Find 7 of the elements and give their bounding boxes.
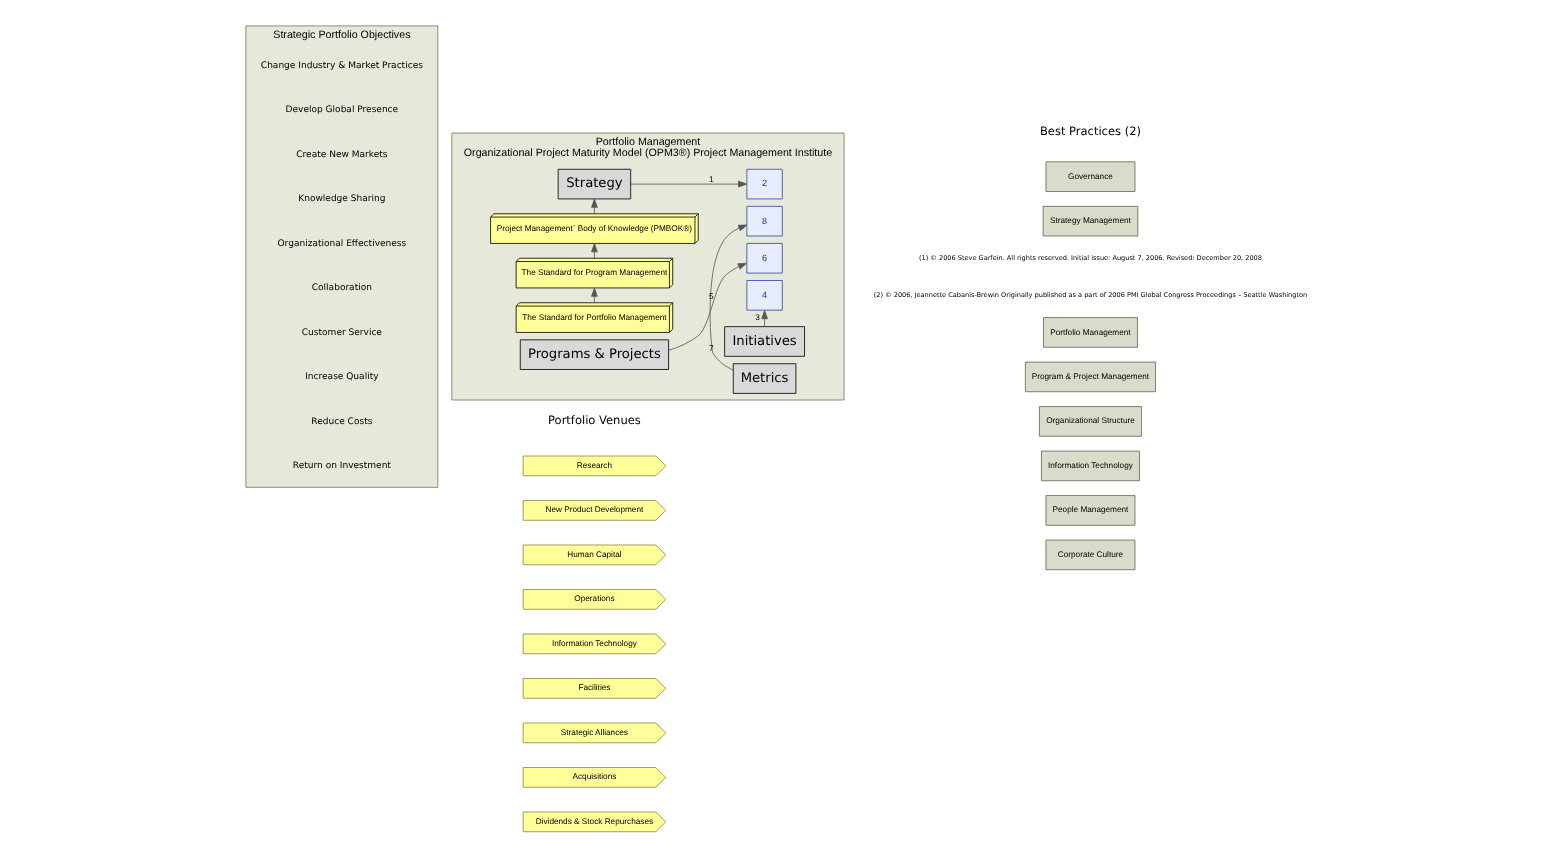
- arrow: [630, 180, 748, 188]
- arrow: [668, 262, 747, 351]
- arrow: [761, 310, 768, 328]
- arrow: [591, 287, 598, 304]
- arrow: [591, 198, 598, 215]
- arrow: [709, 224, 748, 371]
- arrow: [591, 243, 598, 259]
